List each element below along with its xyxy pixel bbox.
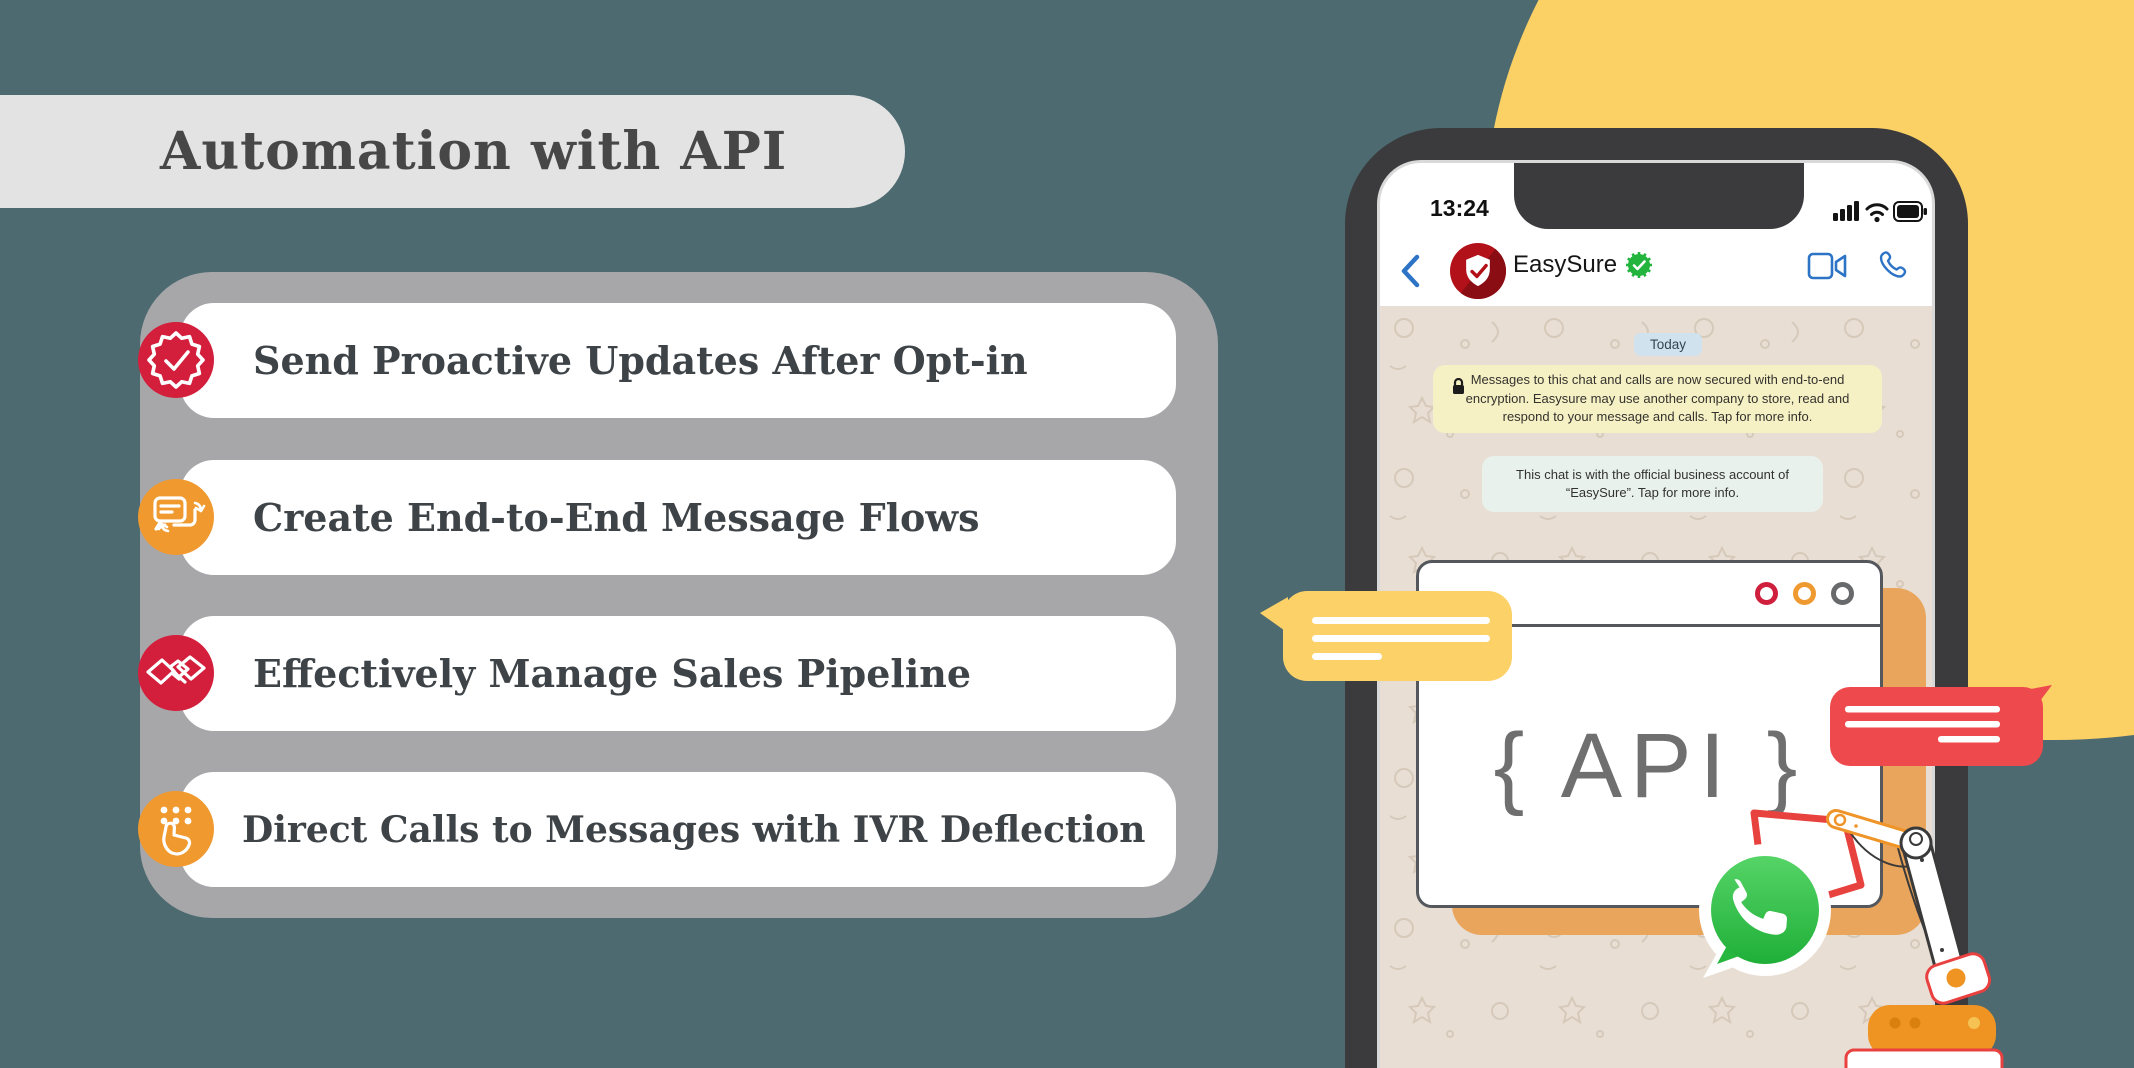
encryption-notice-text: Messages to this chat and calls are now … — [1465, 372, 1850, 425]
feature-label: Effectively Manage Sales Pipeline — [253, 651, 972, 696]
feature-label: Send Proactive Updates After Opt-in — [253, 338, 1028, 383]
contact-row[interactable]: EasySure — [1513, 251, 1653, 279]
wifi-icon — [1865, 203, 1889, 216]
yellow-speech-bubble — [1260, 591, 1512, 681]
whatsapp-icon — [1699, 844, 1831, 978]
feature-card: Create End-to-End Message Flows — [138, 460, 1176, 575]
business-notice-text: This chat is with the official business … — [1516, 466, 1789, 500]
encryption-notice[interactable]: Messages to this chat and calls are now … — [1433, 365, 1882, 433]
feature-label: Create End-to-End Message Flows — [253, 495, 980, 540]
red-speech-bubble — [1830, 685, 2052, 766]
feature-card: Direct Calls to Messages with IVR Deflec… — [138, 772, 1176, 887]
window-control-gray — [1831, 582, 1854, 605]
window-titlebar — [1419, 563, 1880, 627]
voice-call-icon[interactable] — [1877, 249, 1909, 281]
handshake-icon — [138, 635, 214, 711]
window-control-red — [1755, 582, 1778, 605]
chat-flow-icon — [138, 479, 214, 555]
signal-bars-icon — [1833, 201, 1859, 221]
page-title: Automation with API — [160, 121, 788, 182]
date-divider: Today — [1634, 333, 1702, 356]
api-code-text: { API } — [1493, 714, 1806, 817]
feature-card: Send Proactive Updates After Opt-in — [138, 303, 1176, 418]
title-banner: Automation with API — [0, 95, 905, 208]
badge-check-icon — [138, 322, 214, 398]
easysure-shield-logo[interactable] — [1450, 243, 1506, 299]
chat-header — [1380, 238, 1932, 306]
lock-icon — [1453, 378, 1464, 394]
statusbar-icons — [1833, 201, 1927, 223]
statusbar-time: 13:24 — [1430, 195, 1489, 221]
robot-arm-illustration — [1826, 809, 2004, 1068]
feature-card: Effectively Manage Sales Pipeline — [138, 616, 1176, 731]
battery-icon — [1893, 201, 1927, 222]
verified-badge-icon — [1626, 252, 1653, 278]
window-control-orange — [1793, 582, 1816, 605]
feature-label: Direct Calls to Messages with IVR Deflec… — [242, 808, 1146, 851]
chat-area: Today Messages to this chat and calls ar… — [1380, 306, 1932, 1068]
back-chevron-icon[interactable] — [1397, 253, 1423, 289]
business-account-notice[interactable]: This chat is with the official business … — [1482, 456, 1823, 512]
video-call-icon[interactable] — [1807, 251, 1849, 281]
phone-notch — [1514, 163, 1804, 229]
ivr-hand-keypad-icon — [138, 791, 214, 867]
contact-name: EasySure — [1513, 251, 1618, 278]
